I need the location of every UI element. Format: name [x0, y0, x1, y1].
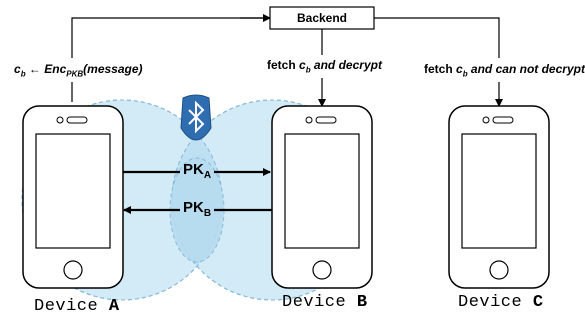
phone-device-c — [448, 105, 550, 289]
pk-b-label: PKB — [183, 199, 212, 219]
phone-device-b — [271, 105, 373, 289]
device-b-label: Device B — [282, 293, 368, 312]
backend-label: Backend — [296, 11, 348, 25]
key-exchange-arrows — [123, 168, 272, 214]
encrypt-label: cb ← EncPKB(message) — [14, 62, 143, 79]
bluetooth-icon — [180, 94, 212, 141]
device-a-label: Device A — [34, 297, 120, 316]
pk-a-label: PKA — [183, 161, 212, 181]
device-c-label: Device C — [458, 293, 544, 312]
backend-connectors — [71, 14, 503, 107]
phone-device-a — [22, 105, 124, 289]
upload-line-a-top — [71, 17, 270, 58]
fetch-decrypt-label: fetch cb and decrypt — [267, 58, 382, 75]
fetch-no-decrypt-label: fetch cb and can not decrypt — [424, 62, 585, 79]
backend-to-c-line — [374, 17, 500, 58]
